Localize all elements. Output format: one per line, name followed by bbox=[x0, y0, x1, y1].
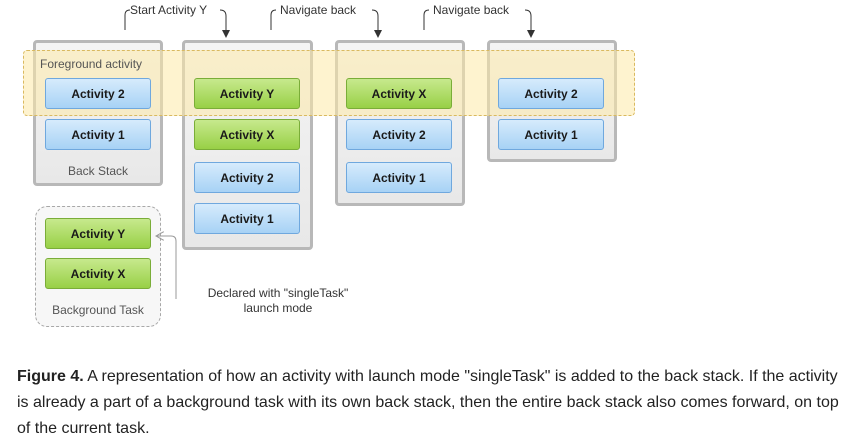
note-connector bbox=[156, 236, 177, 299]
activity-box: Activity Y bbox=[45, 218, 151, 249]
transition-arrow bbox=[524, 9, 535, 38]
activity-box: Activity 1 bbox=[346, 162, 452, 193]
activity-box: Activity 2 bbox=[498, 78, 604, 109]
background-task-label: Background Task bbox=[52, 303, 144, 317]
note-line-2: launch mode bbox=[243, 301, 313, 315]
foreground-label: Foreground activity bbox=[40, 57, 143, 71]
activity-box: Activity 1 bbox=[45, 119, 151, 150]
activity-box: Activity X bbox=[346, 78, 452, 109]
transition-label: Start Activity Y bbox=[130, 3, 208, 17]
connector-lines bbox=[124, 9, 535, 299]
figure-label: Figure 4. bbox=[17, 368, 84, 385]
activity-box: Activity X bbox=[45, 258, 151, 289]
back-stack-label: Back Stack bbox=[67, 164, 129, 178]
transition-bracket-start bbox=[124, 9, 131, 30]
activity-box: Activity 1 bbox=[194, 203, 300, 234]
transition-label: Navigate back bbox=[280, 3, 357, 17]
activity-box: Activity 1 bbox=[498, 119, 604, 150]
caption-text: A representation of how an activity with… bbox=[17, 368, 839, 437]
note-line-1: Declared with "singleTask" bbox=[207, 286, 349, 300]
transition-label: Navigate back bbox=[433, 3, 510, 17]
activity-box: Activity Y bbox=[194, 78, 300, 109]
activity-box: Activity 2 bbox=[45, 78, 151, 109]
transition-bracket-start bbox=[270, 9, 277, 30]
singletask-note: Declared with "singleTask" launch mode bbox=[188, 286, 368, 316]
activity-box: Activity 2 bbox=[346, 119, 452, 150]
transition-arrow bbox=[219, 9, 230, 38]
task-diagram: Foreground activity Activity 2 Activity … bbox=[23, 3, 635, 327]
figure-caption: Figure 4. A representation of how an act… bbox=[17, 364, 847, 442]
activity-box: Activity X bbox=[194, 119, 300, 150]
transition-bracket-start bbox=[423, 9, 430, 30]
activity-box: Activity 2 bbox=[194, 162, 300, 193]
transition-arrow bbox=[371, 9, 382, 38]
